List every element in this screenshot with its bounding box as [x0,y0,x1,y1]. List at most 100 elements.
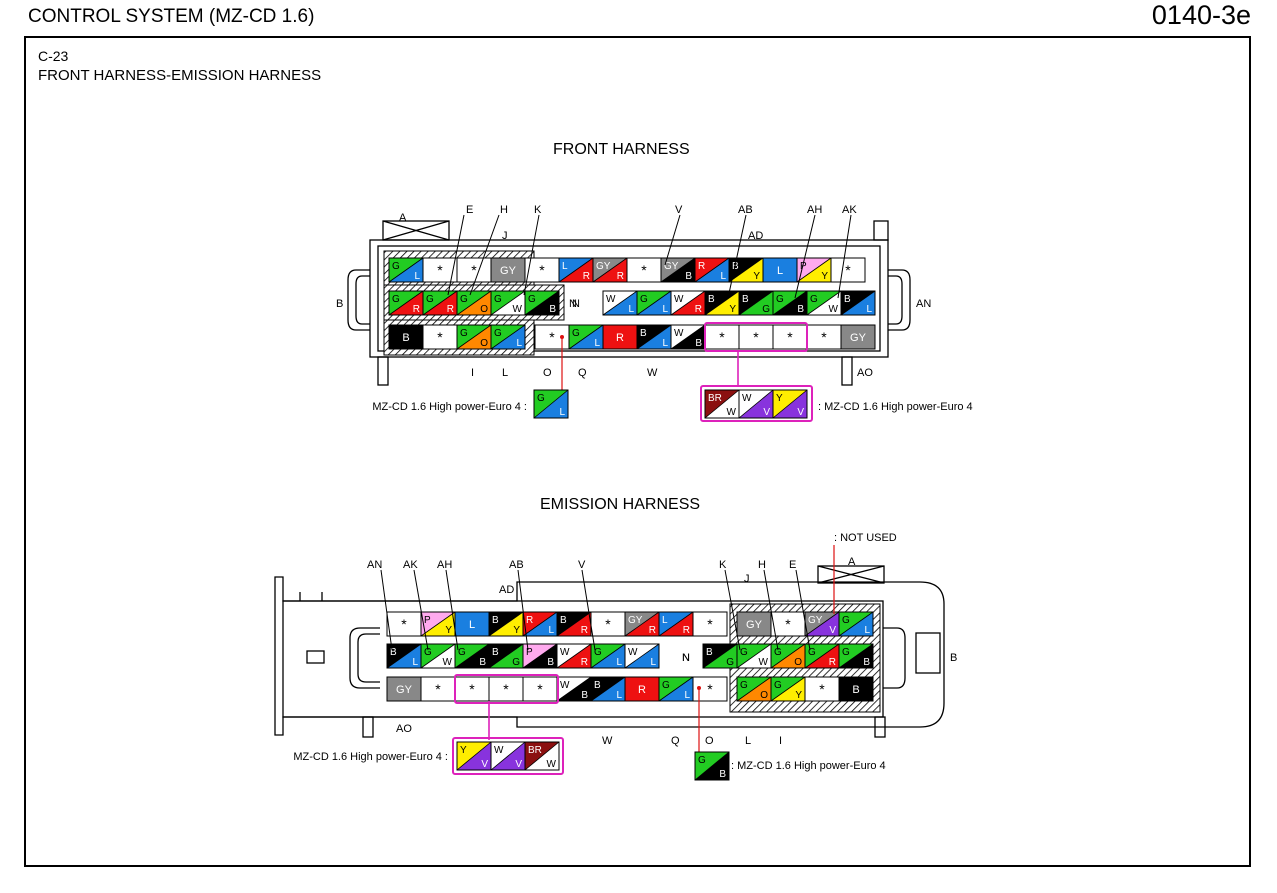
svg-text:R: R [413,304,420,315]
svg-text:G: G [698,755,706,766]
svg-text:G: G [512,657,520,668]
emis-label-A: A [848,556,856,568]
front-row2-right-2: WR [670,290,706,316]
emis-row1-right-2: GYV [804,611,840,637]
svg-text:Y: Y [753,271,760,282]
connector-name: FRONT HARNESS-EMISSION HARNESS [38,67,322,84]
svg-text:B: B [402,332,409,344]
svg-text:V: V [829,625,836,636]
svg-text:B: B [581,690,588,701]
svg-text:N: N [572,298,580,310]
emis-label-B: B [950,652,957,664]
svg-text:G: G [810,294,818,305]
front-label-E: E [466,204,473,216]
emis-note-single-label: : MZ-CD 1.6 High power-Euro 4 [731,760,886,772]
svg-text:V: V [515,759,522,770]
svg-text:R: R [526,615,533,626]
emis-label-AH: AH [437,559,452,571]
front-row3-right-9: GY [840,324,876,350]
front-row3-right-2: R [602,324,638,350]
emis-label-AN: AN [367,559,382,571]
front-euro4-highlight [704,322,808,352]
svg-text:GY: GY [396,684,413,696]
emis-row2-left-5: WR [556,643,592,669]
emis-label-I: I [779,735,782,747]
svg-text:G: G [774,680,782,691]
emis-row2-right-4: GB [838,643,874,669]
svg-text:BR: BR [528,745,542,756]
emis-note-triple-2: BR W [524,741,560,771]
front-row2-left-2: GO [456,290,492,316]
front-label-W: W [647,367,658,379]
emis-row3-right-0: GO [736,676,772,702]
front-label-I: I [471,367,474,379]
svg-text:R: R [695,304,702,315]
front-label-Q: Q [578,367,587,379]
emis-label-N: N [682,652,690,664]
svg-text:R: R [447,304,454,315]
emis-row2-left-2: GB [454,643,490,669]
svg-text:Y: Y [729,304,736,315]
svg-text:W: W [628,647,638,658]
front-row1-1: * [422,257,458,283]
svg-text:G: G [424,647,432,658]
front-label-AB: AB [738,204,753,216]
front-note-triple-0: BRW [704,389,740,419]
emis-label-H: H [758,559,766,571]
front-row1-8: GYB [660,257,696,283]
front-row1-3: GY [490,257,526,283]
svg-text:W: W [742,393,752,404]
svg-text:L: L [559,407,565,418]
emis-row3-left-4: * [522,676,558,702]
front-label-AN: AN [916,298,931,310]
front-row3-right-6: * [738,324,774,350]
svg-text:*: * [821,329,827,345]
emis-row1-left-6: * [590,611,626,637]
emission-harness-title: EMISSION HARNESS [540,496,701,513]
front-row3-left-0: B [388,324,424,350]
svg-text:L: L [562,261,568,272]
svg-text:B: B [549,304,556,315]
svg-text:GY: GY [664,261,679,272]
svg-text:W: W [606,294,616,305]
svg-text:W: W [547,759,557,770]
svg-text:P: P [800,261,807,272]
svg-text:L: L [412,657,418,668]
page-header-title: CONTROL SYSTEM (MZ-CD 1.6) [28,6,315,27]
svg-text:G: G [460,294,468,305]
emis-row2-left-7: WL [624,643,660,669]
emis-row1-left-8: LR [658,611,694,637]
diagram-frame [24,36,1251,867]
svg-text:*: * [605,616,611,632]
emis-row1-left-5: BR [556,611,592,637]
svg-text:R: R [581,657,588,668]
svg-text:N: N [682,652,690,664]
svg-text:P: P [526,647,533,658]
emis-row2-left-6: GL [590,643,626,669]
emis-row3-left-3: * [488,676,524,702]
emis-row2-left-3: BG [488,643,524,669]
svg-text:L: L [469,619,475,631]
front-row2-right-0: WL [602,290,638,316]
emis-row3-left-6: BL [590,676,626,702]
svg-text:GY: GY [596,261,611,272]
emis-row2-right-1: GW [736,643,772,669]
svg-text:B: B [708,294,715,305]
svg-text:G: G [808,647,816,658]
emis-row3-right-2: * [804,676,840,702]
emis-note-single-0: GB [694,751,730,781]
svg-text:W: W [674,294,684,305]
svg-text:R: R [581,625,588,636]
svg-text:G: G [842,615,850,626]
svg-text:BR: BR [708,393,722,404]
svg-text:G: G [392,261,400,272]
svg-text:B: B [547,657,554,668]
svg-text:L: L [616,690,622,701]
emis-row1-left-3: BY [488,611,524,637]
emis-row1-left-1: PY [420,611,456,637]
svg-text:L: L [516,338,522,349]
svg-text:W: W [513,304,523,315]
svg-text:L: L [548,625,554,636]
svg-text:R: R [829,657,836,668]
